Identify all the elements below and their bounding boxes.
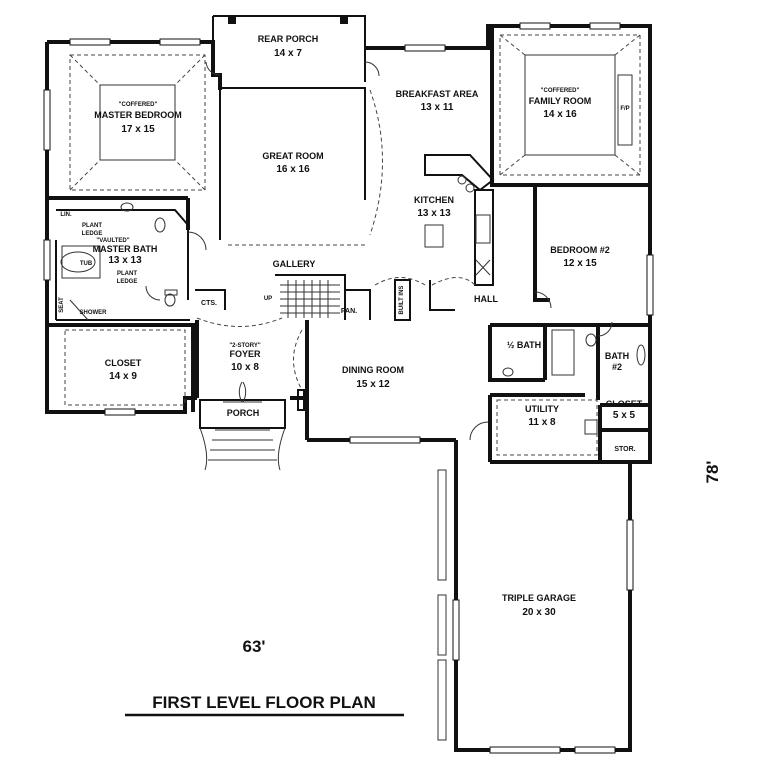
fixture-labels: LIN. PLANT LEDGE PLANT LEDGE TUB SEAT SH… bbox=[59, 212, 405, 316]
overall-annotations: 63' 78' FIRST LEVEL FLOOR PLAN bbox=[125, 461, 722, 717]
cts-label: CTS. bbox=[201, 300, 217, 307]
family-room-name: FAMILY ROOM bbox=[529, 96, 592, 106]
garage-name: TRIPLE GARAGE bbox=[502, 593, 576, 603]
rear-porch-name: REAR PORCH bbox=[258, 34, 319, 44]
garage-size: 20 x 30 bbox=[522, 607, 556, 618]
great-room-name: GREAT ROOM bbox=[262, 151, 323, 161]
master-bath-name: MASTER BATH bbox=[93, 244, 158, 254]
tub-label: TUB bbox=[80, 261, 93, 267]
closet-small-size: 5 x 5 bbox=[613, 410, 636, 421]
plant-ledge-top-2: LEDGE bbox=[82, 231, 103, 237]
breakfast-area-name: BREAKFAST AREA bbox=[396, 89, 479, 99]
staircase bbox=[280, 280, 340, 318]
bedroom2-name: BEDROOM #2 bbox=[550, 245, 610, 255]
pantry-label: PAN. bbox=[341, 308, 357, 315]
breakfast-area-size: 13 x 11 bbox=[421, 102, 454, 113]
closet-small-name: CLOSET bbox=[606, 399, 643, 409]
tub bbox=[60, 251, 96, 273]
plan-title: FIRST LEVEL FLOOR PLAN bbox=[152, 693, 376, 712]
built-ins-label: BUILT INS bbox=[399, 286, 405, 315]
plant-ledge-top-1: PLANT bbox=[82, 223, 102, 229]
master-bedroom-name: MASTER BEDROOM bbox=[94, 110, 182, 120]
great-room-size: 16 x 16 bbox=[276, 164, 310, 175]
shower-label: SHOWER bbox=[80, 310, 108, 316]
porch-name: PORCH bbox=[227, 408, 260, 418]
porch-post bbox=[228, 16, 236, 24]
porch-post bbox=[340, 16, 348, 24]
plant-ledge-bottom-2: LEDGE bbox=[117, 279, 138, 285]
seat-label: SEAT bbox=[59, 297, 65, 313]
foyer-name: FOYER bbox=[229, 349, 261, 359]
half-bath-name: ½ BATH bbox=[507, 340, 541, 350]
front-porch bbox=[199, 381, 305, 471]
overall-width: 63' bbox=[243, 637, 266, 656]
closet-master-name: CLOSET bbox=[105, 358, 142, 368]
kitchen-island bbox=[424, 224, 444, 248]
fireplace bbox=[617, 74, 633, 146]
bath2-name: BATH bbox=[605, 351, 629, 361]
family-room-note: "COFFERED" bbox=[541, 88, 580, 94]
fixtures bbox=[60, 74, 646, 435]
windows bbox=[43, 22, 654, 754]
kitchen-name: KITCHEN bbox=[414, 195, 454, 205]
master-bedroom-note: "COFFERED" bbox=[119, 102, 158, 108]
dining-room-size: 15 x 12 bbox=[356, 379, 390, 390]
family-room-size: 14 x 16 bbox=[543, 109, 577, 120]
plant-ledge-bottom-1: PLANT bbox=[117, 271, 137, 277]
bedroom2-size: 12 x 15 bbox=[563, 258, 597, 269]
closet-master-size: 14 x 9 bbox=[109, 371, 137, 382]
interior-walls bbox=[47, 26, 650, 462]
room-labels: REAR PORCH 14 x 7 "COFFERED" MASTER BEDR… bbox=[93, 34, 643, 618]
gallery-name: GALLERY bbox=[273, 259, 316, 269]
rear-porch-size: 14 x 7 bbox=[274, 48, 302, 59]
master-bath-note: "VAULTED" bbox=[96, 238, 129, 244]
foyer-note: "2-STORY" bbox=[229, 343, 261, 349]
hall-name: HALL bbox=[474, 294, 498, 304]
garage-doors bbox=[437, 469, 447, 741]
dashed-lines bbox=[64, 34, 641, 456]
kitchen-size: 13 x 13 bbox=[417, 208, 451, 219]
master-bedroom-size: 17 x 15 bbox=[121, 124, 155, 135]
utility-name: UTILITY bbox=[525, 404, 559, 414]
master-bath-size: 13 x 13 bbox=[108, 255, 142, 266]
linen-label: LIN. bbox=[60, 212, 72, 218]
foyer-size: 10 x 8 bbox=[231, 362, 259, 373]
dining-room-name: DINING ROOM bbox=[342, 365, 404, 375]
fireplace-label: F/P bbox=[620, 106, 629, 112]
stair-up-label: UP bbox=[264, 296, 272, 302]
overall-depth: 78' bbox=[703, 461, 722, 484]
bath2-number: #2 bbox=[612, 362, 622, 372]
utility-size: 11 x 8 bbox=[528, 417, 556, 428]
doors bbox=[69, 61, 613, 441]
storage-name: STOR. bbox=[614, 446, 635, 453]
